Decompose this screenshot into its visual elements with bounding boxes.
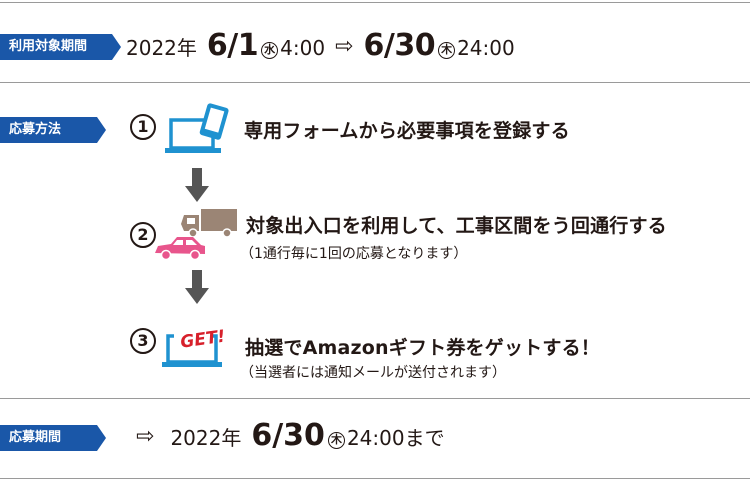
deadline-arrow-icon: ⇨	[136, 424, 155, 449]
down-arrow-icon	[185, 270, 209, 304]
period-start-time: 4:00	[280, 36, 326, 60]
method-tag: 応募方法	[0, 117, 106, 143]
deadline-time: 24:00まで	[346, 426, 445, 450]
truck-car-icon	[155, 209, 237, 261]
step-3-text: 抽選でAmazonギフト券をゲットする！	[245, 337, 600, 359]
step-3-note: （当選者には通知メールが送付されます）	[240, 365, 506, 381]
down-arrow-icon	[185, 168, 209, 202]
step-1-number: 1	[130, 114, 156, 140]
period-start-weekday: 水	[261, 42, 279, 59]
divider-top	[0, 2, 750, 3]
step-2-text: 対象出入口を利用して、工事区間をう回通行する	[246, 215, 667, 237]
divider-1	[0, 82, 750, 83]
period-arrow-icon: ⇨	[335, 34, 354, 59]
divider-bottom	[0, 478, 750, 479]
get-label: GET!	[179, 327, 226, 353]
period-end-date: 6/30	[363, 28, 436, 63]
divider-2	[0, 398, 750, 399]
step-1-text: 専用フォームから必要事項を登録する	[244, 120, 570, 142]
deadline-range: ⇨ 2022年 6/30 木 24:00まで	[136, 418, 445, 453]
deadline-date: 6/30	[251, 418, 325, 453]
step-3-number: 3	[130, 328, 156, 354]
period-range: 2022年 6/1 水 4:00 ⇨ 6/30 木 24:00	[126, 28, 515, 68]
deadline-year: 2022年	[170, 426, 242, 450]
step-2-note: （1通行毎に1回の応募となります）	[240, 246, 468, 262]
period-start-year: 2022年	[126, 36, 197, 60]
laptop-tablet-icon	[165, 103, 229, 153]
step-2-number: 2	[130, 222, 156, 248]
deadline-tag: 応募期間	[0, 425, 106, 451]
period-end-weekday: 木	[438, 42, 456, 59]
period-tag: 利用対象期間	[0, 34, 121, 60]
period-start-date: 6/1	[206, 28, 259, 63]
period-end-time: 24:00	[457, 36, 515, 60]
deadline-weekday: 木	[327, 432, 345, 449]
laptop-get-icon: GET!	[162, 327, 226, 367]
